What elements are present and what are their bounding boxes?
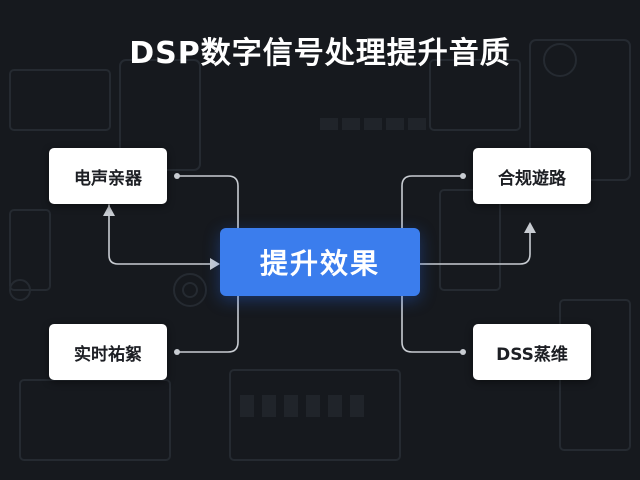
node-top-left: 电声亲器	[49, 148, 167, 204]
node-top-right: 合规遊路	[473, 148, 591, 204]
connector-top-right	[401, 175, 464, 229]
connector-dot	[174, 349, 180, 355]
connector-dot	[460, 349, 466, 355]
connector-bottom-right	[401, 295, 464, 353]
connector-dot	[460, 173, 466, 179]
arrow-right-icon	[210, 258, 220, 270]
arrow-up-icon	[524, 222, 536, 233]
node-bottom-right: DSS蒸维	[473, 324, 591, 380]
connector-dot	[174, 173, 180, 179]
connector-center-right	[419, 231, 531, 265]
node-bottom-left: 实时祐絮	[49, 324, 167, 380]
connector-bottom-left	[176, 295, 239, 353]
arrow-up-icon	[103, 205, 115, 216]
center-node: 提升效果	[220, 228, 420, 296]
connector-top-left	[176, 175, 239, 229]
connector-top-left-return	[108, 204, 211, 265]
page-title: DSP数字信号处理提升音质	[129, 36, 511, 71]
